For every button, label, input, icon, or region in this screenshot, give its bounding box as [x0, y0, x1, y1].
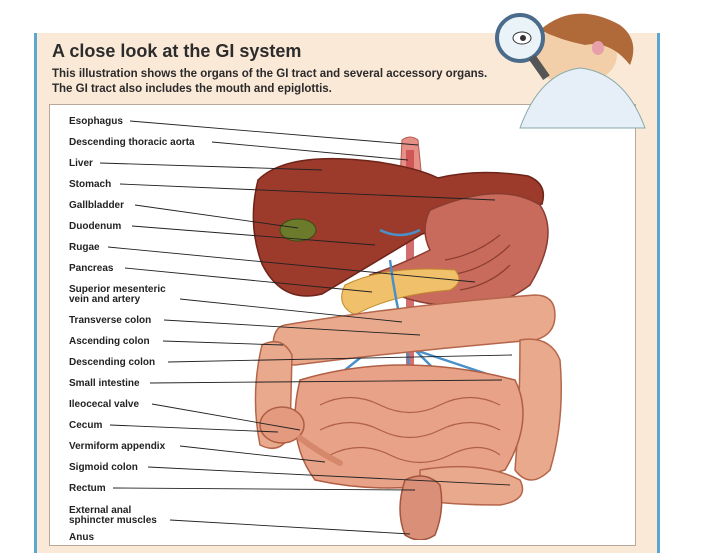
kid-with-magnifier-illustration [497, 14, 645, 128]
label-rugae: Rugae [69, 242, 100, 253]
label-external-anal-line2: sphincter muscles [69, 515, 157, 526]
label-stomach: Stomach [69, 179, 111, 190]
label-transverse-colon: Transverse colon [69, 315, 151, 326]
label-gallbladder: Gallbladder [69, 200, 124, 211]
label-ileocecal-valve: Ileocecal valve [69, 399, 139, 410]
label-cecum: Cecum [69, 420, 102, 431]
label-ascending-colon: Ascending colon [69, 336, 150, 347]
label-esophagus: Esophagus [69, 116, 123, 127]
label-superior-mesenteric-line2: vein and artery [69, 294, 140, 305]
label-small-intestine: Small intestine [69, 378, 140, 389]
label-liver: Liver [69, 158, 93, 169]
label-descending-thoracic-aorta: Descending thoracic aorta [69, 137, 195, 148]
label-vermiform-appendix: Vermiform appendix [69, 441, 165, 452]
label-pancreas: Pancreas [69, 263, 113, 274]
label-sigmoid-colon: Sigmoid colon [69, 462, 138, 473]
label-anus: Anus [69, 532, 94, 543]
label-descending-colon: Descending colon [69, 357, 155, 368]
rectum-shape [400, 476, 442, 540]
label-rectum: Rectum [69, 483, 106, 494]
label-duodenum: Duodenum [69, 221, 121, 232]
